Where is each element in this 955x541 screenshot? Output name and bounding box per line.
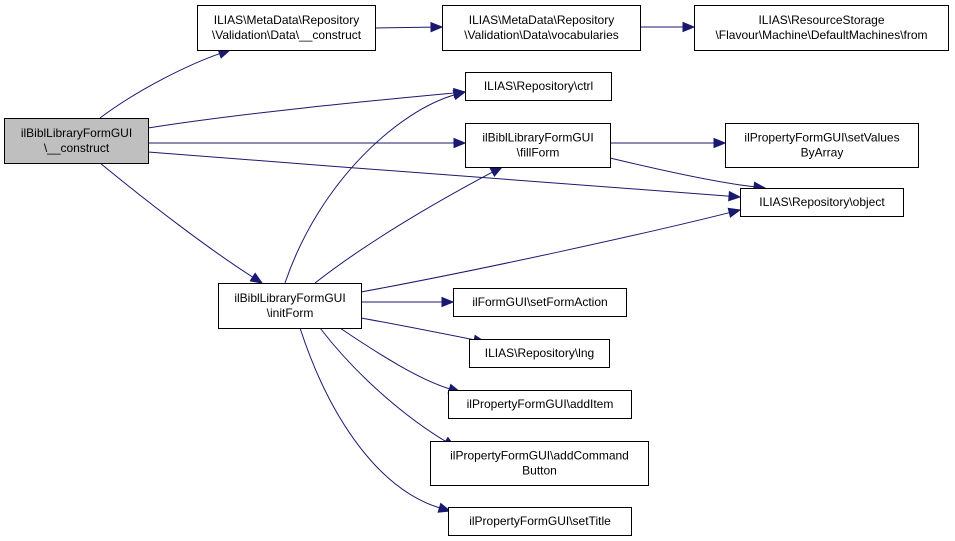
- edge-line: [339, 327, 451, 390]
- node-label: ilBiblLibraryFormGUI: [234, 291, 345, 305]
- edges-layer: [99, 21, 767, 513]
- node-object[interactable]: ILIAS\Repository\object: [740, 188, 904, 217]
- node-label: \initForm: [267, 306, 314, 320]
- edge-root-to-ctrl: [147, 87, 467, 129]
- edge-initForm-to-setTitle: [299, 327, 452, 513]
- arrowhead-icon: [713, 137, 727, 149]
- edge-root-to-initForm: [99, 162, 264, 284]
- edge-root-to-fillForm: [148, 137, 467, 149]
- node-label: ILIAS\Repository\ctrl: [484, 79, 593, 93]
- node-label: ILIAS\Repository\lng: [485, 346, 594, 360]
- node-label: \Flavour\Machine\DefaultMachines\from: [715, 28, 927, 42]
- edge-line: [609, 157, 756, 188]
- node-label: ilPropertyFormGUI\addCommand: [450, 449, 629, 463]
- node-setTitle[interactable]: ilPropertyFormGUI\setTitle: [448, 507, 632, 536]
- edge-initForm-to-object: [360, 207, 742, 293]
- edge-initForm-to-lng: [360, 317, 487, 345]
- edge-root-to-object: [147, 151, 742, 202]
- edge-line: [147, 151, 731, 197]
- node-box[interactable]: [218, 283, 362, 329]
- edge-line: [360, 211, 731, 293]
- node-label: ilPropertyFormGUI\addItem: [467, 397, 614, 411]
- edge-line: [374, 26, 433, 29]
- node-root[interactable]: ilBiblLibraryFormGUI\__construct: [4, 118, 149, 164]
- edge-vocabularies-to-from: [640, 21, 696, 33]
- node-box[interactable]: [725, 123, 919, 168]
- edge-initForm-to-setFormAction: [361, 296, 455, 308]
- edge-initForm-to-ctrl: [284, 90, 467, 284]
- node-box[interactable]: [197, 5, 376, 51]
- arrowhead-icon: [441, 296, 455, 308]
- edge-line: [284, 94, 456, 284]
- node-box[interactable]: [448, 390, 632, 419]
- edge-root-to-val_construct: [99, 48, 232, 119]
- edge-line: [319, 327, 447, 443]
- node-initForm[interactable]: ilBiblLibraryFormGUI\initForm: [218, 283, 362, 329]
- edge-fillForm-to-setValuesByArray: [610, 137, 727, 149]
- node-box[interactable]: [740, 188, 904, 217]
- edge-initForm-to-addItem: [339, 327, 462, 394]
- arrowhead-icon: [452, 90, 467, 101]
- arrowhead-icon: [727, 207, 742, 218]
- node-box[interactable]: [694, 5, 949, 51]
- node-label: ilPropertyFormGUI\setTitle: [469, 514, 611, 528]
- arrowhead-icon: [728, 190, 742, 202]
- node-label: ilBiblLibraryFormGUI: [482, 131, 593, 145]
- node-label: \Validation\Data\vocabularies: [464, 28, 619, 42]
- node-label: ilBiblLibraryFormGUI: [21, 126, 132, 140]
- node-label: \fillForm: [517, 146, 560, 160]
- arrowhead-icon: [453, 137, 467, 149]
- edge-line: [99, 162, 254, 279]
- node-setFormAction[interactable]: ilFormGUI\setFormAction: [453, 288, 627, 317]
- node-ctrl[interactable]: ILIAS\Repository\ctrl: [465, 72, 612, 101]
- node-box[interactable]: [469, 339, 610, 368]
- node-label: ILIAS\MetaData\Repository: [214, 13, 359, 27]
- node-label: ILIAS\ResourceStorage: [758, 13, 884, 27]
- edge-line: [147, 92, 456, 129]
- edge-line: [99, 52, 221, 119]
- node-addItem[interactable]: ilPropertyFormGUI\addItem: [448, 390, 632, 419]
- node-from[interactable]: ILIAS\ResourceStorage\Flavour\Machine\De…: [694, 5, 949, 51]
- node-label: \__construct: [44, 141, 110, 155]
- node-box[interactable]: [4, 118, 149, 164]
- node-val_construct[interactable]: ILIAS\MetaData\Repository\Validation\Dat…: [197, 5, 376, 51]
- node-box[interactable]: [465, 123, 611, 168]
- node-label: \Validation\Data\__construct: [212, 28, 362, 42]
- node-vocabularies[interactable]: ILIAS\MetaData\Repository\Validation\Dat…: [442, 5, 641, 51]
- node-label: ilFormGUI\setFormAction: [472, 295, 607, 309]
- node-box[interactable]: [453, 288, 627, 317]
- node-lng[interactable]: ILIAS\Repository\lng: [469, 339, 610, 368]
- node-box[interactable]: [448, 507, 632, 536]
- nodes-layer: ilBiblLibraryFormGUI\__constructILIAS\Me…: [4, 5, 949, 536]
- edge-initForm-to-fillForm: [314, 166, 504, 284]
- arrowhead-icon: [682, 21, 696, 33]
- node-label: ilPropertyFormGUI\setValues: [744, 131, 899, 145]
- node-fillForm[interactable]: ilBiblLibraryFormGUI\fillForm: [465, 123, 611, 168]
- edge-line: [360, 317, 476, 341]
- node-box[interactable]: [442, 5, 641, 51]
- edge-line: [314, 171, 494, 284]
- edge-val_construct-to-vocabularies: [374, 21, 444, 33]
- node-box[interactable]: [465, 72, 612, 101]
- arrowhead-icon: [430, 21, 444, 33]
- arrowhead-icon: [437, 502, 452, 513]
- node-label: Button: [522, 464, 557, 478]
- arrowhead-icon: [249, 272, 264, 284]
- node-label: ByArray: [801, 146, 844, 160]
- edge-line: [299, 327, 441, 509]
- arrowhead-icon: [489, 166, 504, 178]
- edge-initForm-to-addCommandButton: [319, 327, 457, 448]
- node-box[interactable]: [430, 441, 649, 486]
- node-label: ILIAS\MetaData\Repository: [469, 13, 614, 27]
- node-label: ILIAS\Repository\object: [759, 195, 885, 209]
